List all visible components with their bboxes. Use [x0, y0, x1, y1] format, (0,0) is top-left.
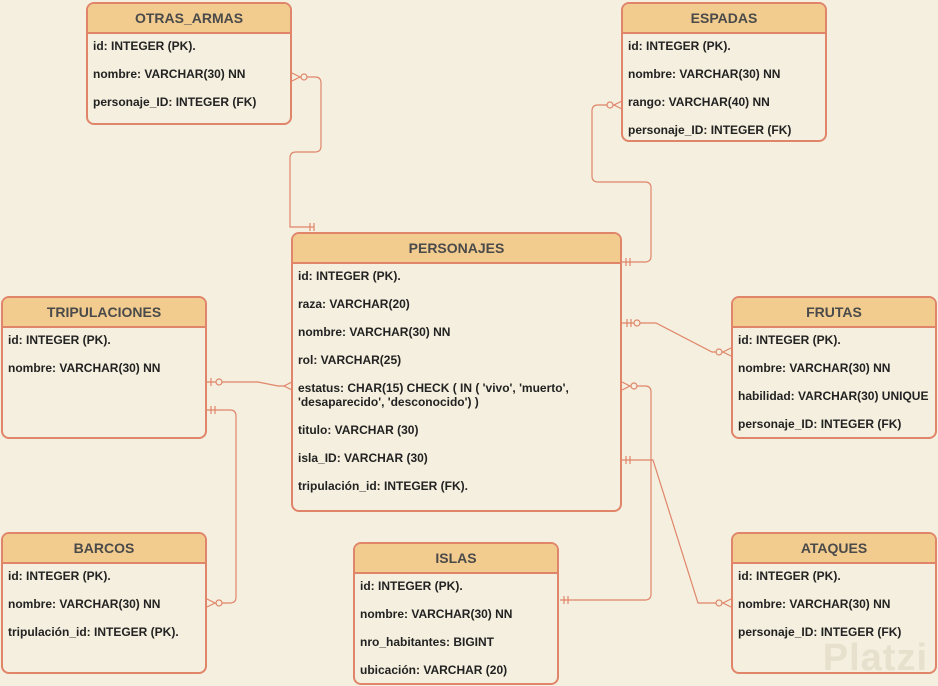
entity-ataques[interactable]: ATAQUES id: INTEGER (PK). nombre: VARCHA…	[731, 532, 937, 674]
entity-field: habilidad: VARCHAR(30) UNIQUE	[738, 389, 929, 403]
entity-field: id: INTEGER (PK).	[8, 333, 111, 347]
rel-islas-personajes	[560, 385, 652, 601]
entity-field: isla_ID: VARCHAR (30)	[298, 451, 428, 465]
entity-field: id: INTEGER (PK).	[360, 579, 463, 593]
entity-title: ATAQUES	[733, 534, 935, 564]
entity-title: BARCOS	[3, 534, 205, 564]
entity-field: personaje_ID: INTEGER (FK)	[738, 625, 902, 639]
entity-title: ESPADAS	[623, 4, 825, 34]
entity-field: personaje_ID: INTEGER (FK)	[93, 95, 257, 109]
entity-field: id: INTEGER (PK).	[8, 569, 111, 583]
entity-barcos[interactable]: BARCOS id: INTEGER (PK). nombre: VARCHAR…	[1, 532, 207, 674]
entity-frutas[interactable]: FRUTAS id: INTEGER (PK). nombre: VARCHAR…	[731, 296, 937, 439]
entity-tripulaciones[interactable]: TRIPULACIONES id: INTEGER (PK). nombre: …	[1, 296, 207, 439]
entity-field: nro_habitantes: BIGINT	[360, 635, 495, 649]
entity-field: tripulación_id: INTEGER (FK).	[298, 479, 468, 493]
entity-field: nombre: VARCHAR(30) NN	[8, 361, 161, 375]
rel-personajes-ataques	[622, 459, 731, 604]
entity-field: titulo: VARCHAR (30)	[298, 423, 419, 437]
entity-field: nombre: VARCHAR(30) NN	[8, 597, 161, 611]
entity-title: OTRAS_ARMAS	[88, 4, 290, 34]
rel-espadas-personajes	[591, 104, 652, 263]
entity-field: nombre: VARCHAR(30) NN	[360, 607, 513, 621]
entity-islas[interactable]: ISLAS id: INTEGER (PK). nombre: VARCHAR(…	[353, 542, 559, 685]
entity-title: TRIPULACIONES	[3, 298, 205, 328]
entity-field: tripulación_id: INTEGER (PK).	[8, 625, 179, 639]
entity-field: ubicación: VARCHAR (20)	[360, 663, 508, 677]
entity-title: ISLAS	[355, 544, 557, 574]
entity-field: nombre: VARCHAR(30) NN	[628, 67, 781, 81]
platzi-watermark: Platzi	[822, 637, 928, 679]
entity-field: id: INTEGER (PK).	[738, 569, 841, 583]
entity-field: id: INTEGER (PK).	[628, 39, 731, 53]
entity-field: id: INTEGER (PK).	[298, 269, 401, 283]
rel-personajes-frutas	[622, 322, 731, 353]
entity-field: nombre: VARCHAR(30) NN	[298, 325, 451, 339]
entity-field: rango: VARCHAR(40) NN	[628, 95, 770, 109]
entity-title: FRUTAS	[733, 298, 935, 328]
entity-field: estatus: CHAR(15) CHECK ( IN ( 'vivo', '…	[298, 381, 569, 409]
entity-field: nombre: VARCHAR(30) NN	[738, 597, 891, 611]
entity-field: id: INTEGER (PK).	[93, 39, 196, 53]
entity-field: rol: VARCHAR(25)	[298, 353, 402, 367]
entity-personajes[interactable]: PERSONAJES id: INTEGER (PK). raza: VARCH…	[291, 232, 622, 512]
entity-field: raza: VARCHAR(20)	[298, 297, 410, 311]
rel-otras-armas-personajes	[289, 76, 322, 228]
rel-tripulaciones-barcos	[207, 409, 237, 604]
entity-field: personaje_ID: INTEGER (FK)	[738, 417, 902, 431]
entity-field: nombre: VARCHAR(30) NN	[93, 67, 246, 81]
entity-field: id: INTEGER (PK).	[738, 333, 841, 347]
entity-espadas[interactable]: ESPADAS id: INTEGER (PK). nombre: VARCHA…	[621, 2, 827, 142]
entity-field: personaje_ID: INTEGER (FK)	[628, 123, 792, 137]
entity-field: nombre: VARCHAR(30) NN	[738, 361, 891, 375]
entity-otras-armas[interactable]: OTRAS_ARMAS id: INTEGER (PK). nombre: VA…	[86, 2, 292, 125]
entity-title: PERSONAJES	[293, 234, 620, 264]
